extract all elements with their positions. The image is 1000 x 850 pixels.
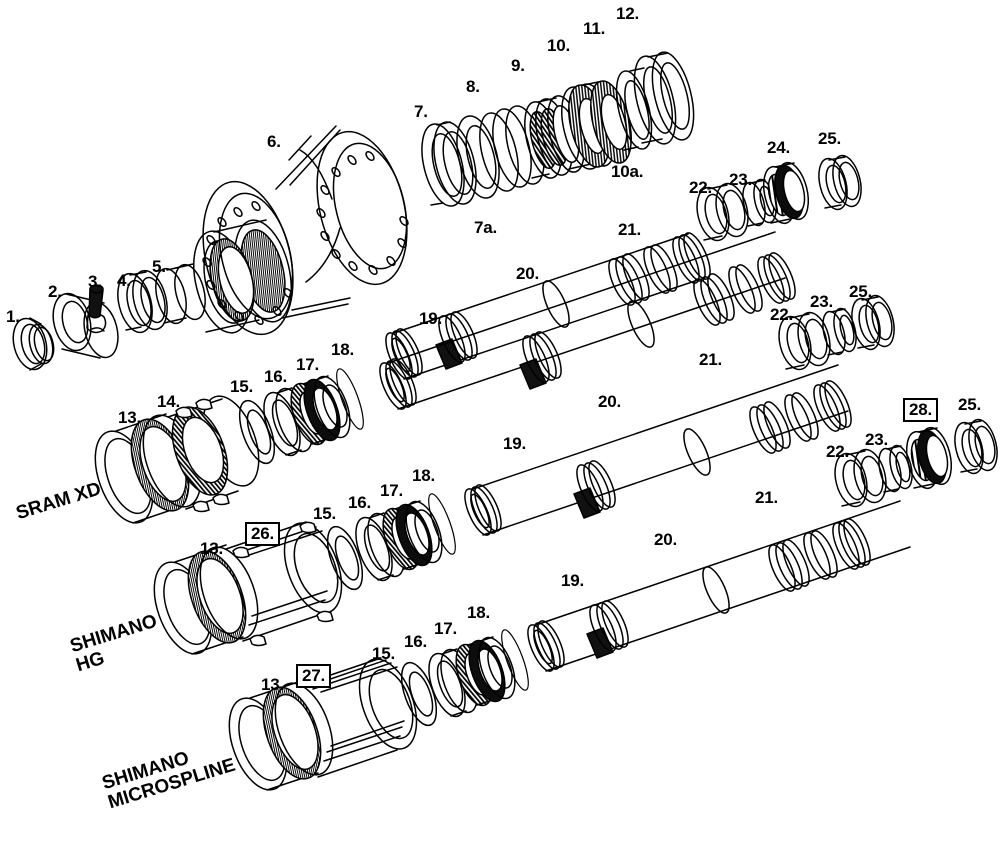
part-28-ratchet-ring: [905, 426, 953, 490]
part-13-freehub-shimano-hg: [153, 521, 343, 655]
callout-1: 1.: [6, 307, 20, 326]
callout-14: 14.: [157, 392, 181, 411]
callout-13: 13.: [200, 539, 224, 558]
part-18-snap-ring-row4: [501, 629, 529, 691]
callout-7a: 7a.: [474, 218, 498, 237]
part-14-ratchet-sram-xd: [171, 398, 230, 513]
part-17-bearing-row4: [455, 636, 516, 707]
callout-21: 21.: [755, 488, 779, 507]
callout-10a: 10a.: [611, 162, 644, 181]
callout-17: 17.: [296, 355, 320, 374]
callout-19: 19.: [561, 571, 585, 590]
part-hub-ratchet-ring: [193, 219, 292, 334]
callout-18: 18.: [467, 603, 491, 622]
callout-3: 3.: [88, 272, 102, 291]
callout-20: 20.: [598, 392, 622, 411]
part-12-seal-cap: [633, 51, 695, 145]
callout-26: 26.: [245, 522, 281, 546]
part-15-washer-row3: [326, 525, 364, 591]
callout-12: 12.: [616, 4, 640, 23]
callout-6: 6.: [267, 132, 281, 151]
part-1-end-cap: [12, 317, 55, 371]
callout-5: 5.: [152, 257, 166, 276]
callout-9: 9.: [511, 56, 525, 75]
callout-13: 13.: [261, 675, 285, 694]
callout-21: 21.: [699, 350, 723, 369]
callout-19: 19.: [503, 434, 527, 453]
callout-15: 15.: [313, 504, 337, 523]
callout-16: 16.: [348, 493, 372, 512]
callout-23: 23.: [729, 170, 753, 189]
callout-19: 19.: [419, 309, 443, 328]
callout-22: 22.: [770, 305, 794, 324]
part-9-ratchet-ring: [524, 95, 585, 179]
part-25-end-cap-row3: [954, 418, 998, 475]
callout-22: 22.: [826, 442, 850, 461]
part-5-spacer: [155, 263, 206, 325]
part-axle-row4: [527, 500, 911, 672]
callout-20: 20.: [516, 264, 540, 283]
part-axle-row3: [464, 364, 852, 536]
part-3-set-screw: [88, 284, 104, 319]
part-7a-seal: [456, 115, 500, 199]
callout-28: 28.: [903, 398, 939, 422]
part-7-seal: [421, 121, 477, 207]
callout-18: 18.: [331, 340, 355, 359]
callout-25: 25.: [958, 395, 982, 414]
callout-7: 7.: [414, 102, 428, 121]
callout-20: 20.: [654, 530, 678, 549]
callout-15: 15.: [230, 377, 254, 396]
callout-21: 21.: [618, 220, 642, 239]
part-4-bearing-seal: [117, 269, 168, 334]
callout-24: 24.: [767, 138, 791, 157]
callout-11: 11.: [583, 19, 606, 38]
part-22-bearing-row3: [834, 448, 887, 508]
part-6-hub-shell: [202, 125, 409, 336]
part-25-end-cap-row1: [818, 154, 862, 211]
callout-8: 8.: [466, 77, 480, 96]
callout-15: 15.: [372, 644, 396, 663]
callout-25: 25.: [818, 129, 842, 148]
callout-16: 16.: [404, 632, 428, 651]
part-22-bearing-row1: [696, 182, 749, 242]
part-22-bearing-row2: [778, 311, 831, 371]
callout-27: 27.: [296, 664, 332, 688]
callout-16: 16.: [264, 367, 288, 386]
part-18-snap-ring-row2: [336, 368, 364, 430]
callout-23: 23.: [810, 292, 834, 311]
part-15-washer-row4: [400, 661, 438, 727]
callout-23: 23.: [865, 430, 889, 449]
callout-10: 10.: [547, 36, 571, 55]
callout-13: 13.: [118, 408, 142, 427]
part-17-bearing-row3: [382, 500, 443, 571]
part-23-spacer-row2: [822, 307, 857, 356]
part-10a-driver-ring: [590, 80, 632, 164]
part-15-washer-row2: [238, 399, 276, 465]
callout-2: 2.: [48, 282, 62, 301]
part-axle-row2: [379, 231, 796, 410]
part-11-washer: [615, 67, 653, 151]
part-13-freehub-microspline: [228, 657, 418, 791]
callout-17: 17.: [380, 481, 404, 500]
part-25-end-cap-row2: [851, 294, 895, 351]
part-23-spacer-row1: [742, 178, 777, 227]
callout-17: 17.: [434, 619, 458, 638]
part-17-bearing-row2: [290, 375, 351, 446]
part-24-ratchet-ring: [762, 161, 810, 225]
callout-4: 4.: [117, 271, 131, 290]
part-18-snap-ring-row3: [428, 493, 456, 555]
callout-25: 25.: [849, 282, 873, 301]
part-8-spring: [479, 105, 545, 192]
callout-22: 22.: [689, 178, 713, 197]
callout-18: 18.: [412, 466, 436, 485]
part-axle-row1: [385, 232, 711, 380]
